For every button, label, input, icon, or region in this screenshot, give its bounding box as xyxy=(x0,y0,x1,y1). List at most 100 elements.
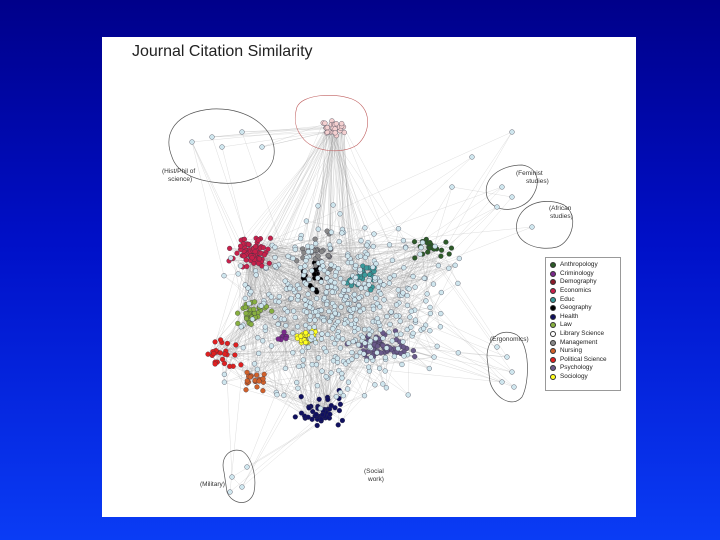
network-node xyxy=(400,339,406,345)
network-node xyxy=(324,124,330,131)
network-node xyxy=(381,297,387,303)
network-node xyxy=(410,330,416,336)
network-node xyxy=(509,194,515,200)
network-node xyxy=(371,231,377,237)
network-node xyxy=(342,321,348,327)
network-node xyxy=(443,239,449,245)
network-node xyxy=(319,368,325,374)
network-node xyxy=(189,139,195,145)
legend-label: Law xyxy=(560,321,572,329)
network-node xyxy=(406,286,412,292)
network-node xyxy=(348,259,355,266)
network-node xyxy=(251,306,257,312)
network-node xyxy=(221,371,227,377)
network-node xyxy=(227,363,233,369)
network-node xyxy=(296,363,302,369)
network-node xyxy=(356,303,362,309)
network-node xyxy=(274,392,280,398)
network-node xyxy=(298,333,304,339)
network-node xyxy=(318,336,325,342)
network-node xyxy=(243,387,249,393)
network-node xyxy=(381,282,387,288)
network-node xyxy=(408,308,414,314)
legend-item: Criminology xyxy=(550,270,620,279)
network-node xyxy=(325,270,331,276)
network-node xyxy=(353,262,359,269)
legend-item: Psychology xyxy=(550,364,620,373)
network-node xyxy=(234,250,240,256)
network-node xyxy=(307,313,313,319)
network-node xyxy=(325,397,331,403)
network-node xyxy=(290,255,296,261)
network-node xyxy=(353,317,359,323)
network-node xyxy=(337,389,344,396)
network-node xyxy=(295,324,301,330)
network-node xyxy=(281,392,287,398)
network-node xyxy=(298,410,305,416)
network-node xyxy=(395,226,402,232)
network-node xyxy=(339,375,345,381)
network-node xyxy=(319,249,325,255)
network-node xyxy=(314,422,320,429)
network-node xyxy=(431,354,437,360)
network-node xyxy=(304,309,310,315)
network-node xyxy=(303,302,309,308)
network-node xyxy=(245,285,251,291)
network-node xyxy=(382,368,388,374)
network-node xyxy=(435,263,441,269)
network-node xyxy=(325,252,331,259)
network-node xyxy=(290,330,296,336)
network-node xyxy=(305,249,311,255)
legend-item: Law xyxy=(550,321,620,330)
network-node xyxy=(313,309,319,315)
network-node xyxy=(494,344,500,350)
network-node xyxy=(268,343,275,349)
network-node xyxy=(329,289,335,295)
network-node xyxy=(306,405,312,411)
network-node xyxy=(330,202,336,208)
network-node xyxy=(358,285,364,291)
network-node xyxy=(373,295,379,301)
network-node xyxy=(377,278,383,285)
legend-label: Geography xyxy=(560,304,592,312)
network-node xyxy=(427,310,433,317)
legend-label: Educ xyxy=(560,295,575,303)
network-node xyxy=(384,345,390,351)
network-node xyxy=(221,379,227,385)
network-node xyxy=(315,275,321,281)
network-node xyxy=(374,350,380,356)
network-node xyxy=(242,295,248,301)
network-node xyxy=(235,310,241,316)
network-node xyxy=(312,317,318,323)
cluster-outlines xyxy=(168,94,574,503)
network-node xyxy=(315,226,321,232)
network-node xyxy=(504,354,510,360)
network-node xyxy=(412,284,418,290)
network-node xyxy=(357,267,363,273)
network-node xyxy=(269,308,275,314)
legend-label: Political Science xyxy=(560,355,607,363)
network-node xyxy=(439,247,445,253)
network-node xyxy=(389,257,395,263)
legend-swatch xyxy=(550,262,556,269)
network-node xyxy=(394,302,400,308)
network-node xyxy=(260,376,266,382)
network-node xyxy=(438,253,444,259)
network-node xyxy=(244,464,250,470)
network-node xyxy=(296,286,303,292)
network-node xyxy=(211,350,217,357)
network-node xyxy=(364,242,370,248)
network-nodes xyxy=(189,118,535,495)
label-ergonomics: (Ergonomics) xyxy=(490,336,529,343)
legend-label: Management xyxy=(560,338,598,346)
network-node xyxy=(285,253,291,259)
network-node xyxy=(340,336,346,342)
top-cluster-outline xyxy=(294,94,368,152)
network-node xyxy=(218,337,224,343)
network-node xyxy=(305,344,311,350)
network-node xyxy=(438,289,444,296)
network-node xyxy=(362,272,368,278)
network-node xyxy=(313,362,319,368)
network-node xyxy=(446,251,452,257)
